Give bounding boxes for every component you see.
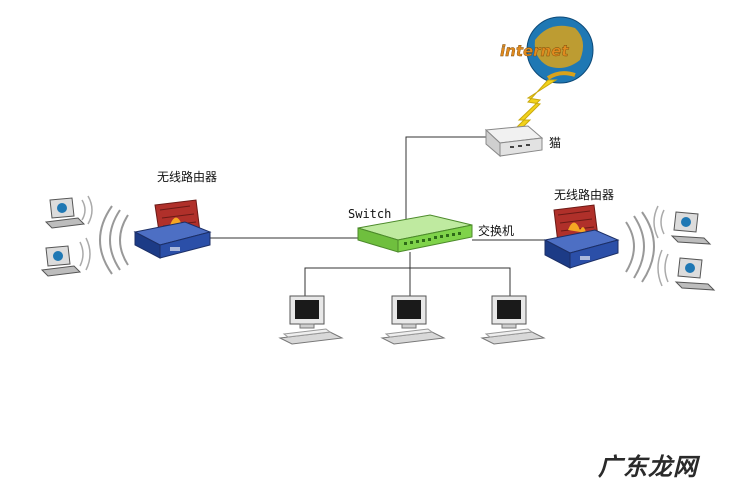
line-pc-bus xyxy=(304,267,511,296)
router-left-icon xyxy=(133,199,212,259)
router-right-icon xyxy=(543,204,620,269)
watermark: 广东龙网 xyxy=(598,452,698,481)
internet-label: internet xyxy=(500,42,569,60)
line-switch-modem xyxy=(405,136,486,220)
modem-icon xyxy=(484,125,544,158)
internet-globe-icon xyxy=(526,16,594,84)
switch-icon xyxy=(357,214,473,253)
modem-label: 猫 xyxy=(549,136,562,150)
laptop-right-top-icon xyxy=(653,205,712,245)
laptop-left-bottom-icon xyxy=(40,237,91,277)
connection-lines xyxy=(210,136,548,296)
laptop-right-bottom-icon xyxy=(657,249,716,291)
laptop-left-top-icon xyxy=(44,195,93,229)
wifi-waves-left-icon xyxy=(99,205,129,275)
desktop-pc-right-icon xyxy=(480,295,546,345)
router-left-label: 无线路由器 xyxy=(157,170,218,184)
desktop-pc-middle-icon xyxy=(380,295,446,345)
desktop-pc-left-icon xyxy=(278,295,344,345)
router-right-label: 无线路由器 xyxy=(554,188,615,202)
wifi-waves-right-icon xyxy=(625,211,655,283)
switch-label-en: Switch xyxy=(348,207,392,221)
switch-label-cn: 交换机 xyxy=(478,224,515,238)
